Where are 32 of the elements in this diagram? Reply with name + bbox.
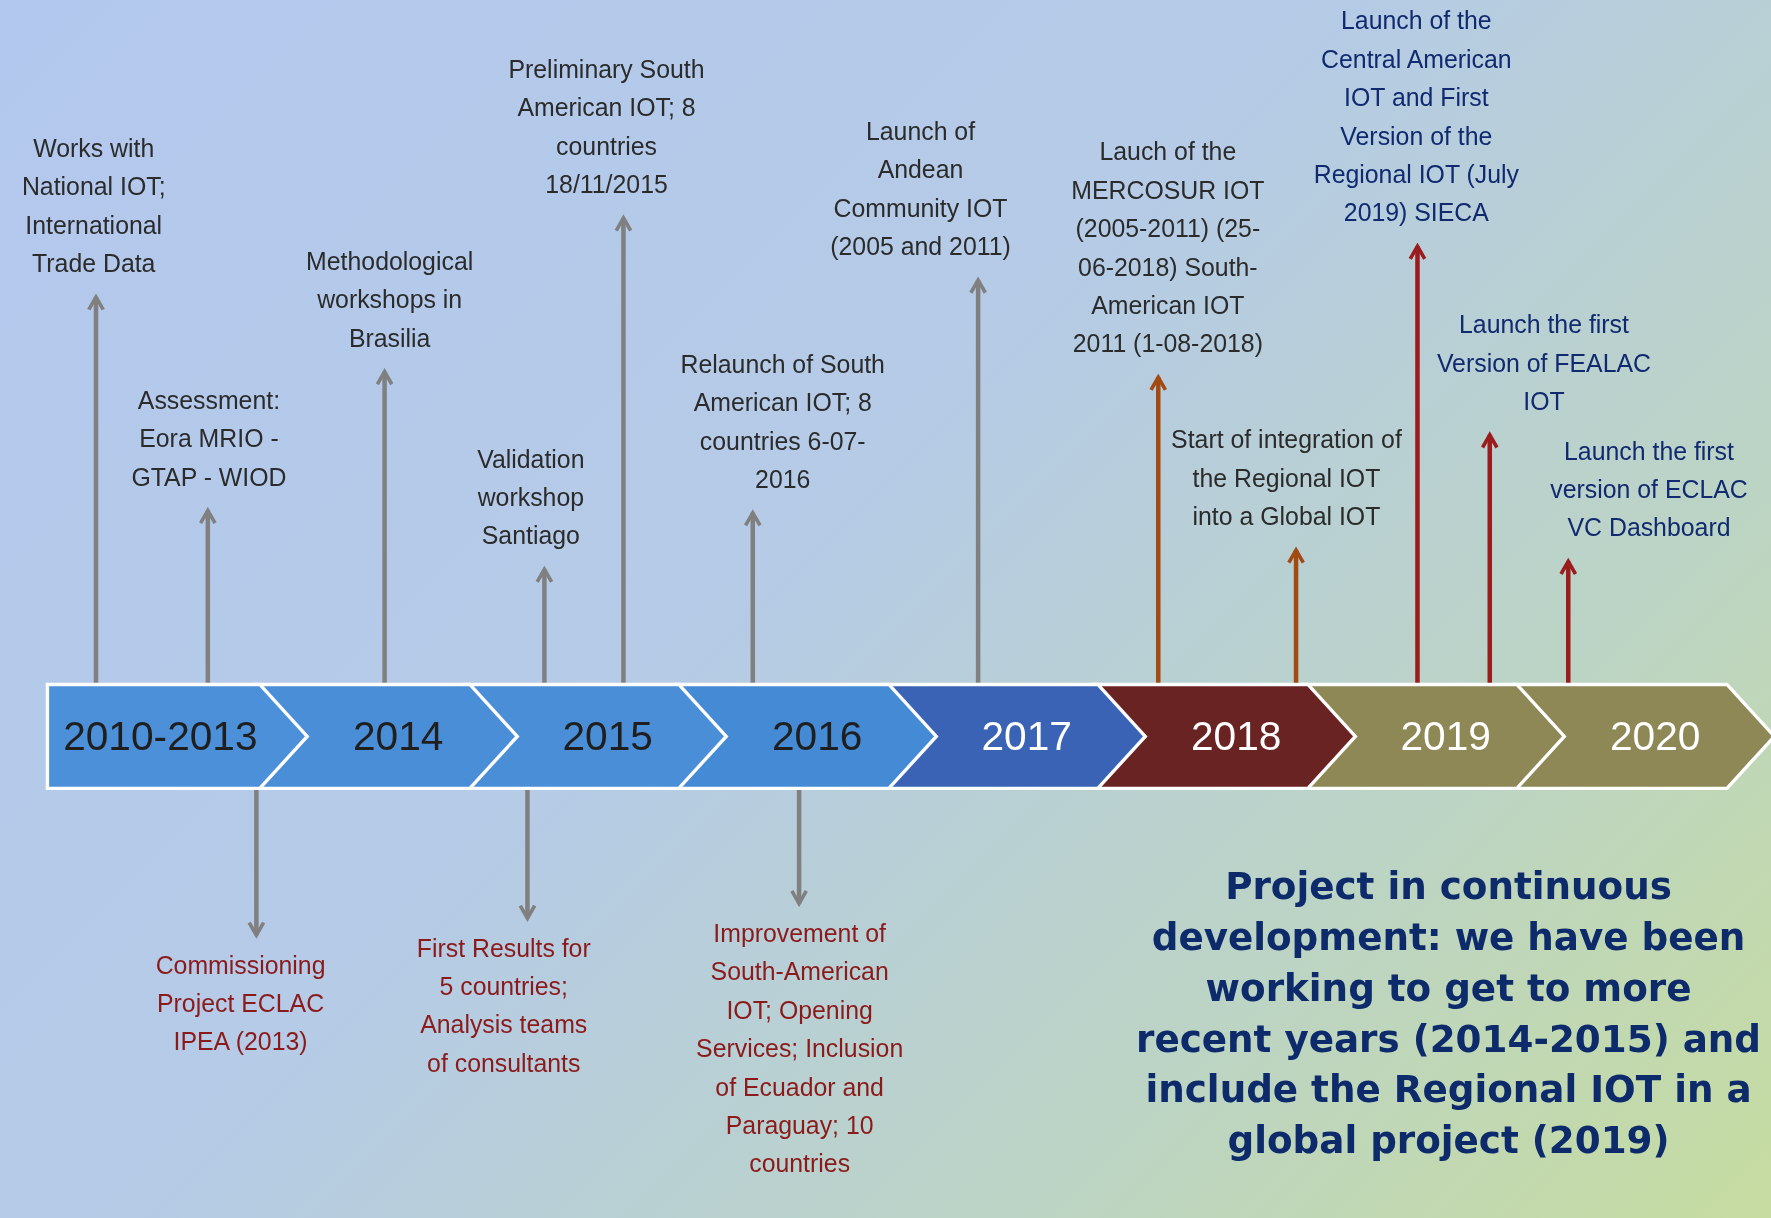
milestone-text: Lauch of the MERCOSUR IOT (2005-2011) (25-06-2018) South-American IOT 2011 (1-08-2018) — [1069, 133, 1267, 364]
arrow — [198, 508, 217, 685]
arrow — [1480, 433, 1499, 685]
milestone-text: Relaunch of South American IOT; 8 countries 6-07-2016 — [672, 345, 893, 500]
arrow — [1408, 244, 1427, 685]
arrow — [1287, 548, 1306, 685]
arrow — [743, 510, 762, 685]
milestone-text: Launch the first Version of FEALAC IOT — [1422, 306, 1666, 422]
milestone-text: Preliminary South American IOT; 8 countries 18/11/2015 — [499, 50, 714, 205]
arrow — [375, 369, 394, 685]
arrow — [247, 788, 266, 937]
arrow — [790, 788, 809, 906]
milestone-text: First Results for 5 countries; Analysis teams of consultants — [407, 929, 600, 1084]
milestone-text: Launch of the Central American IOT and First Version of the Regional IOT (July 2019) SIECA — [1311, 2, 1521, 233]
milestone-text: Launch the first version of ECLAC VC Dashboard — [1536, 432, 1762, 548]
arrow — [969, 278, 988, 685]
milestone-text: Launch of Andean Community IOT (2005 and 2011) — [821, 112, 1020, 267]
milestone-text: Works with National IOT; International Trade Data — [0, 129, 190, 284]
timeline-segment: 2010-2013 — [47, 684, 308, 789]
milestone-text: Commissioning Project ECLAC IPEA (2013) — [127, 946, 354, 1062]
summary-note: Project in continuous development: we have been working to get to more recent years (2014-2015) and include the Regional IOT in a global project (2019) — [1135, 863, 1762, 1165]
milestone-text: Improvement of South-American IOT; Opening Services; Inclusion of Ecuador and Paraguay; 10 countries — [686, 914, 913, 1184]
arrow — [1149, 375, 1168, 685]
milestone-text: Start of integration of the Regional IOT into a Global IOT — [1170, 421, 1403, 537]
arrow — [518, 788, 537, 921]
milestone-text: Methodological workshops in Brasilia — [288, 242, 492, 359]
milestone-text: Validation workshop Santiago — [446, 440, 616, 556]
milestone-text: Assessment: Eora MRIO - GTAP - WIOD — [118, 381, 300, 497]
arrow — [535, 567, 554, 685]
arrow — [614, 216, 633, 685]
arrow — [86, 295, 106, 685]
arrow — [1559, 559, 1578, 685]
